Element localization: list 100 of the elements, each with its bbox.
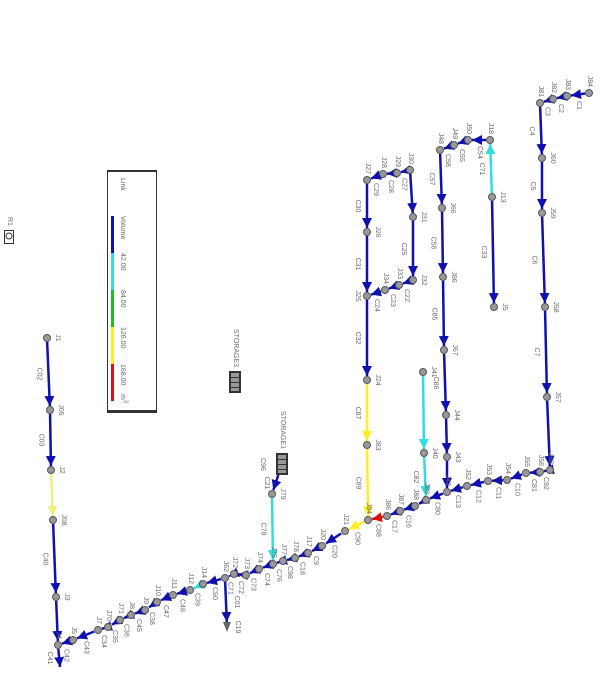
conduit-arrow xyxy=(123,610,136,620)
junction-node xyxy=(393,169,401,177)
conduit-arrow xyxy=(311,542,324,552)
conduit-arrow xyxy=(450,483,464,493)
junction-node xyxy=(411,502,419,510)
junction-node xyxy=(503,476,511,484)
junction-node xyxy=(488,193,496,201)
conduit-arrow xyxy=(407,174,418,214)
conduit-arrow xyxy=(262,560,274,569)
conduit-arrow xyxy=(390,506,402,516)
junction-node xyxy=(363,228,371,236)
junction-node xyxy=(484,477,492,485)
conduit-arrow xyxy=(238,570,248,580)
junction-node xyxy=(221,574,229,582)
conduit-arrow xyxy=(47,474,58,516)
conduit-arrow xyxy=(510,470,522,480)
junction-node xyxy=(363,292,371,300)
junction-node xyxy=(464,136,472,144)
conduit-arrow xyxy=(206,575,222,586)
conduit-arrow xyxy=(286,552,298,562)
junction-node xyxy=(255,565,263,573)
junction-node xyxy=(486,136,494,144)
junction-node xyxy=(269,560,277,568)
junction-node xyxy=(279,557,287,565)
conduit-arrow xyxy=(54,648,64,668)
conduit-arrow xyxy=(408,221,418,276)
conduit-arrow xyxy=(556,91,568,101)
junction-node xyxy=(406,166,414,174)
junction-node xyxy=(69,636,77,644)
conduit-arrow xyxy=(542,310,552,394)
junction-node xyxy=(522,469,530,477)
conduit-arrow xyxy=(62,636,74,646)
conduit-arrow xyxy=(362,300,372,376)
junction-node xyxy=(536,99,544,107)
conduit-arrow xyxy=(102,621,114,631)
conduit-arrow xyxy=(325,532,342,544)
junction-node xyxy=(291,554,299,562)
junction-node xyxy=(541,303,549,311)
conduit-arrow xyxy=(221,582,232,622)
junction-node xyxy=(443,488,451,496)
conduit-arrow xyxy=(544,400,554,466)
conduit-arrow xyxy=(52,600,62,642)
junction-node xyxy=(104,623,112,631)
conduit-arrow xyxy=(492,475,504,486)
junction-node xyxy=(549,95,557,103)
conduit-arrow xyxy=(402,276,414,285)
junction-node xyxy=(443,453,451,461)
conduit-arrow xyxy=(537,162,547,209)
conduit-arrow xyxy=(444,140,456,150)
conduit-arrow xyxy=(540,216,550,304)
conduit-arrow xyxy=(536,106,546,154)
junction-node xyxy=(383,512,391,520)
conduit-arrow xyxy=(228,568,240,578)
conduit-arrow xyxy=(442,418,452,454)
junction-node xyxy=(379,170,387,178)
conduit-arrow xyxy=(50,524,60,594)
conduit-arrow xyxy=(298,548,310,558)
conduit-arrow xyxy=(111,615,124,626)
conduit-arrow xyxy=(420,456,430,496)
conduit-arrow xyxy=(418,376,429,450)
conduit-arrow xyxy=(362,236,372,292)
junction-node xyxy=(422,496,430,504)
junction-node xyxy=(304,549,312,557)
conduit-arrow xyxy=(430,490,444,500)
conduit-arrow xyxy=(442,461,452,488)
conduit-arrow xyxy=(148,598,160,608)
junction-node xyxy=(364,516,372,524)
junction-node xyxy=(242,571,250,579)
junction-node xyxy=(318,542,326,550)
conduit-arrow xyxy=(486,144,496,194)
conduit-arrow xyxy=(362,448,373,516)
junction-node xyxy=(536,468,544,476)
conduit-arrow xyxy=(46,414,56,466)
conduit-arrow xyxy=(249,564,262,574)
conduit-arrow xyxy=(268,498,278,560)
junction-node xyxy=(341,527,349,535)
conduit-arrow xyxy=(372,512,384,522)
junction-node xyxy=(538,154,546,162)
conduit-arrow xyxy=(438,212,448,274)
junction-node xyxy=(563,92,571,100)
junction-node xyxy=(436,146,444,154)
conduit-arrow xyxy=(44,342,54,406)
conduit-arrow xyxy=(386,168,398,178)
junction-node xyxy=(47,466,55,474)
conduit-arrow xyxy=(436,154,447,204)
junction-node xyxy=(127,611,135,619)
conduit-arrow xyxy=(276,555,288,565)
conduit-arrow xyxy=(362,384,372,441)
conduit-arrow xyxy=(388,280,400,290)
conduit-arrow xyxy=(488,200,499,304)
junction-node xyxy=(438,204,446,212)
junction-node xyxy=(419,368,427,376)
conduit-arrow xyxy=(134,606,146,615)
junction-node xyxy=(363,376,371,384)
conduit-arrow xyxy=(404,502,416,512)
junction-node xyxy=(141,606,149,614)
junction-node xyxy=(169,591,177,599)
junction-node xyxy=(153,598,161,606)
outfall-node xyxy=(223,622,231,632)
junction-node xyxy=(409,213,417,221)
